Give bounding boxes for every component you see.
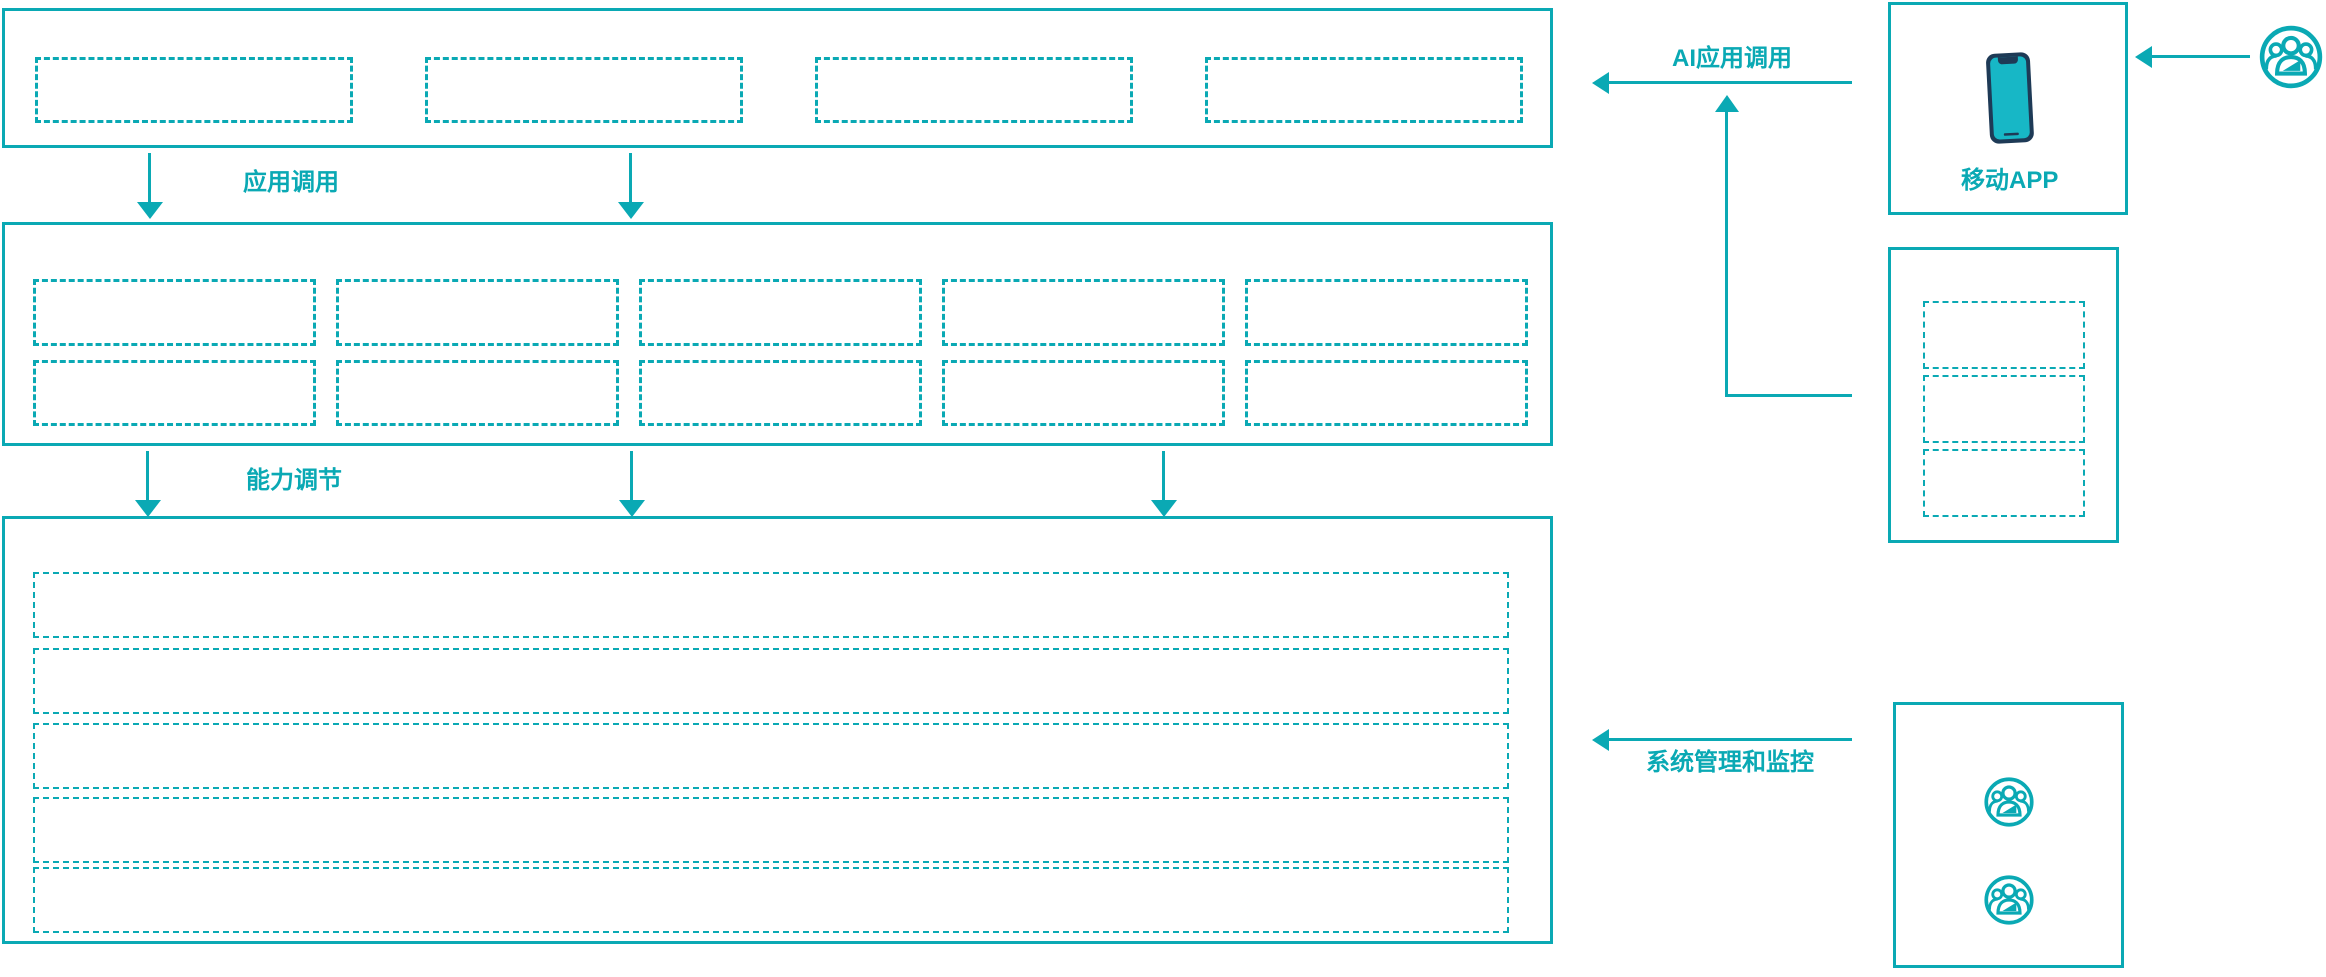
bottom-layer-row-2	[33, 648, 1509, 714]
bottom-layer-row-4	[33, 797, 1509, 863]
middle-layer-box-r2c5	[1245, 360, 1528, 426]
app-call-arrowhead-1	[137, 202, 163, 219]
capability-arrowhead-2	[619, 500, 645, 517]
admin-arrow-line	[1607, 738, 1852, 741]
ai-call-arrowhead	[1592, 71, 1609, 94]
ai-app-call-label: AI应用调用	[1672, 45, 1792, 72]
middle-layer-box-r1c2	[336, 279, 619, 346]
user-group-icon	[2258, 24, 2324, 90]
capability-call-label: 能力调节	[246, 467, 342, 494]
middle-layer-box-r2c4	[942, 360, 1225, 426]
system-admin-label: 系统管理和监控	[1646, 749, 1814, 776]
capability-arrowhead-3	[1151, 500, 1177, 517]
channel-up-arrow-line	[1725, 111, 1728, 397]
capability-arrow-line-1	[146, 451, 149, 501]
client-channel-item-3	[1923, 449, 2085, 517]
bottom-layer-row-1	[33, 572, 1509, 638]
channel-elbow-line	[1725, 394, 1852, 397]
client-channel-item-2	[1923, 375, 2085, 443]
client-channel-item-1	[1923, 301, 2085, 369]
user-group-icon	[1983, 874, 2035, 926]
app-call-label: 应用调用	[243, 169, 339, 196]
top-layer-box-3	[815, 57, 1133, 123]
bottom-layer-row-5	[33, 867, 1509, 933]
capability-arrow-line-3	[1162, 451, 1165, 501]
mobile-app-label: 移动APP	[1961, 167, 2059, 194]
middle-layer-box-r2c1	[33, 360, 316, 426]
middle-layer-box-r2c2	[336, 360, 619, 426]
middle-layer-box-r2c3	[639, 360, 922, 426]
middle-layer-box-r1c5	[1245, 279, 1528, 346]
admin-arrowhead	[1592, 728, 1609, 751]
bottom-layer-row-3	[33, 723, 1509, 789]
user-to-app-arrowhead	[2135, 45, 2152, 68]
admin-users-box	[1893, 702, 2124, 968]
app-call-arrow-line-1	[148, 153, 151, 203]
middle-layer-box-r1c4	[942, 279, 1225, 346]
middle-layer-box-r1c3	[639, 279, 922, 346]
user-group-icon	[1983, 776, 2035, 828]
user-to-app-arrow-line	[2150, 55, 2250, 58]
smartphone-icon	[1975, 48, 2043, 150]
capability-arrowhead-1	[135, 500, 161, 517]
middle-layer-box-r1c1	[33, 279, 316, 346]
top-layer-box-2	[425, 57, 743, 123]
app-call-arrowhead-2	[618, 202, 644, 219]
top-layer-box-1	[35, 57, 353, 123]
app-call-arrow-line-2	[629, 153, 632, 203]
capability-arrow-line-2	[630, 451, 633, 501]
ai-call-arrow-line	[1607, 81, 1852, 84]
channel-up-arrowhead	[1714, 95, 1739, 112]
top-layer-box-4	[1205, 57, 1523, 123]
